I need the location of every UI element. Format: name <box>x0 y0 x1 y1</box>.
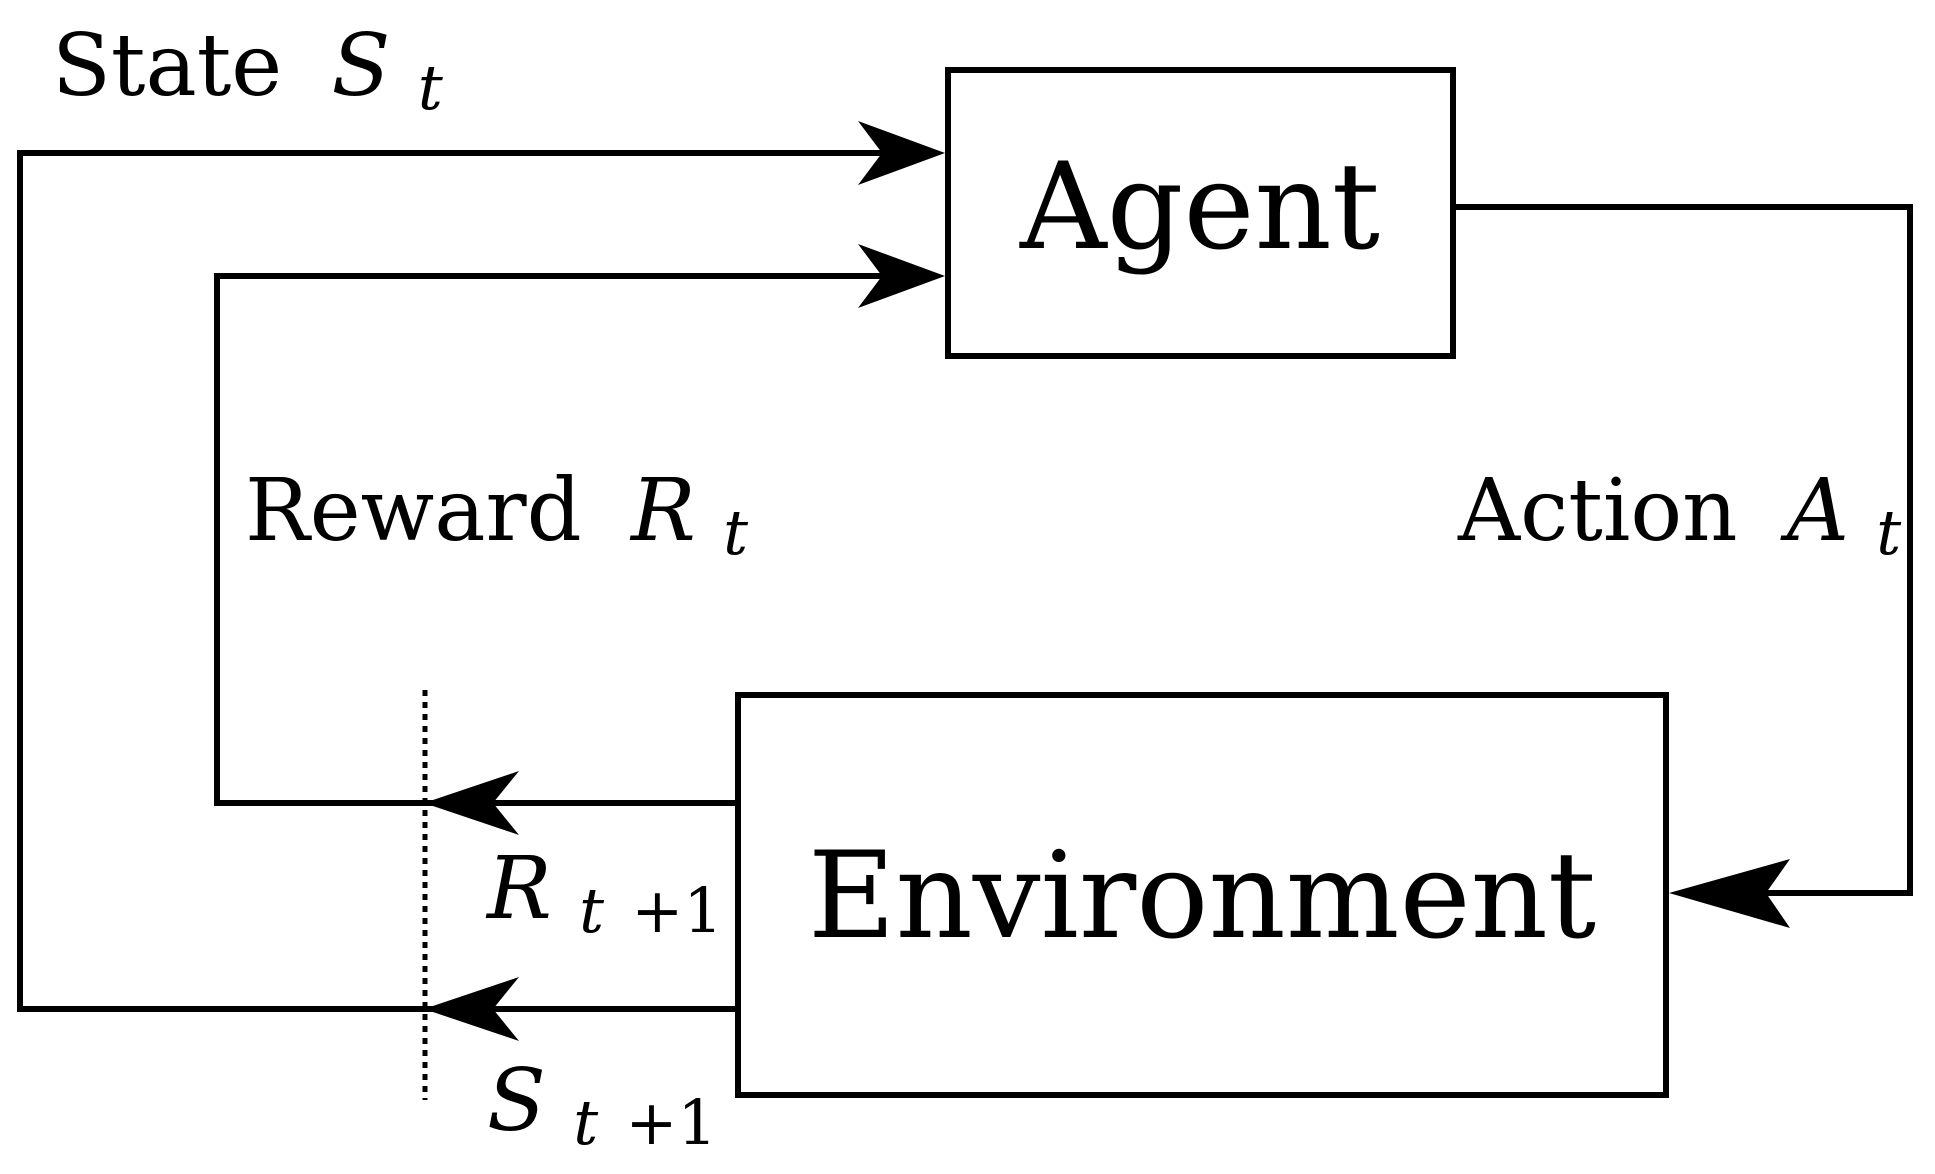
next-state-arrowhead <box>424 977 519 1041</box>
reward-symbol: R <box>629 461 696 561</box>
agent-box <box>945 67 1456 359</box>
action-label: Action A t <box>1457 461 1901 569</box>
action-word: Action <box>1457 461 1738 561</box>
action-arrowhead <box>1669 859 1790 928</box>
environment-label: Environment <box>808 827 1596 966</box>
action-arrow-line <box>1453 204 1913 896</box>
agent-label: Agent <box>1019 138 1380 277</box>
next-state-subscript-var: t <box>573 1086 598 1159</box>
state-label: State S t <box>52 16 443 124</box>
state-arrow-line <box>17 150 920 1012</box>
next-reward-subscript-var: t <box>579 874 604 947</box>
next-state-label: S t +1 <box>487 1051 717 1165</box>
next-state-symbol: S <box>487 1051 546 1151</box>
action-subscript: t <box>1876 496 1901 569</box>
state-arrowhead <box>858 121 945 185</box>
state-subscript: t <box>418 51 443 124</box>
state-symbol: S <box>332 16 391 116</box>
next-reward-arrowhead <box>424 771 519 835</box>
next-reward-label: R t +1 <box>485 839 723 953</box>
next-reward-symbol: R <box>485 839 552 939</box>
reward-subscript: t <box>723 496 748 569</box>
action-symbol: A <box>1780 461 1849 561</box>
next-state-subscript-rest: +1 <box>626 1086 717 1159</box>
reward-word: Reward <box>245 461 582 561</box>
next-reward-subscript-rest: +1 <box>631 874 722 947</box>
state-word: State <box>52 16 282 116</box>
reward-arrowhead <box>858 244 945 308</box>
environment-box <box>735 692 1669 1098</box>
reward-label: Reward R t <box>245 461 748 569</box>
